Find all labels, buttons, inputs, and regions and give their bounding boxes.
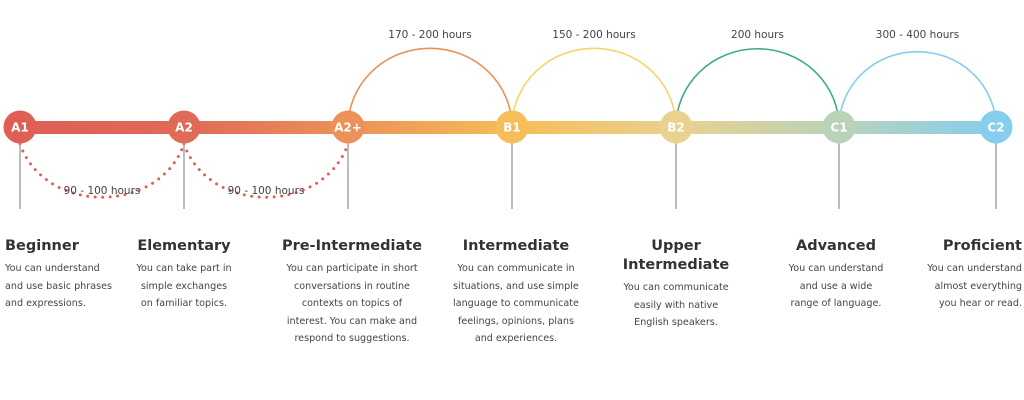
level-code: C2 [987, 121, 1004, 135]
nodes-layer: A1 A2 A2+ B1 B2 C1 C2 [3, 110, 1013, 144]
level-description-line: You can participate in short [286, 263, 418, 274]
level-description-line: range of language. [790, 298, 882, 309]
level-description-line: You can understand [788, 263, 884, 274]
level-node-c2: C2 [979, 110, 1013, 144]
level-description-line: You can communicate [623, 282, 729, 293]
level-node-b1: B1 [495, 110, 529, 144]
level-description-line: respond to suggestions. [294, 333, 410, 344]
level-description-line: on familiar topics. [140, 298, 228, 309]
duration-arc [675, 48, 840, 128]
level-description-line: You can understand [5, 263, 100, 274]
level-title: Elementary [137, 238, 231, 254]
level-code: A2+ [334, 121, 362, 135]
level-description-line: feelings, opinions, plans [458, 315, 574, 327]
duration-label: 90 - 100 hours [64, 185, 141, 197]
duration-arc [511, 47, 677, 128]
duration-label: 150 - 200 hours [552, 29, 635, 41]
dotted-duration-arc [18, 142, 186, 199]
level-description-line: conversations in routine [294, 280, 410, 292]
level-title: Advanced [796, 238, 876, 254]
level-description-line: interest. You can make and [286, 315, 418, 327]
level-node-a2-plus: A2+ [331, 110, 365, 144]
level-description-line: situations, and use simple [453, 280, 579, 292]
duration-arc [838, 50, 997, 128]
duration-label: 300 - 400 hours [876, 29, 959, 41]
level-node-a1: A1 [3, 110, 37, 144]
duration-label: 170 - 200 hours [388, 29, 471, 41]
level-node-circle [822, 110, 856, 144]
level-node-circle [331, 110, 365, 144]
level-title: Upper Intermediate [622, 238, 730, 273]
level-description-line: You can take part in [136, 263, 232, 274]
level-node-circle [167, 110, 201, 144]
level-title: Intermediate [462, 238, 570, 254]
level-description-line: simple exchanges [140, 280, 228, 292]
level-node-b2: B2 [659, 110, 693, 144]
duration-label: 200 hours [731, 29, 784, 41]
level-code: A1 [11, 121, 29, 135]
dotted-duration-arc [182, 142, 350, 199]
level-description-line: and experiences. [474, 333, 558, 344]
level-node-circle [979, 110, 1013, 144]
arcs-layer: 170 - 200 hours 150 - 200 hours 200 hours 3… [18, 29, 997, 199]
duration-arc [347, 47, 513, 128]
level-description-line: language to communicate [453, 298, 579, 309]
level-code: B2 [667, 121, 685, 135]
level-node-circle [3, 110, 37, 144]
level-description-line: You can communicate in [457, 263, 575, 274]
level-description-line: and use a wide [799, 280, 873, 292]
level-code: A2 [175, 121, 193, 135]
level-description-line: and expressions. [5, 298, 86, 309]
level-description-line: You can understand [927, 263, 1022, 274]
level-description-line: almost everything [934, 280, 1022, 292]
level-description-line: you hear or read. [938, 298, 1022, 309]
level-title: Pre-Intermediate [281, 238, 423, 254]
level-code: B1 [503, 121, 521, 135]
level-description-line: and use basic phrases [5, 280, 112, 292]
level-description-line: English speakers. [634, 317, 718, 328]
level-title: Proficient [942, 238, 1022, 254]
level-node-a2: A2 [167, 110, 201, 144]
level-node-c1: C1 [822, 110, 856, 144]
level-description-line: contexts on topics of [301, 298, 403, 309]
level-description-line: easily with native [633, 299, 719, 311]
level-title: Beginner [5, 238, 79, 254]
level-node-circle [495, 110, 529, 144]
level-node-circle [659, 110, 693, 144]
duration-label: 90 - 100 hours [228, 185, 305, 197]
level-code: C1 [830, 121, 847, 135]
